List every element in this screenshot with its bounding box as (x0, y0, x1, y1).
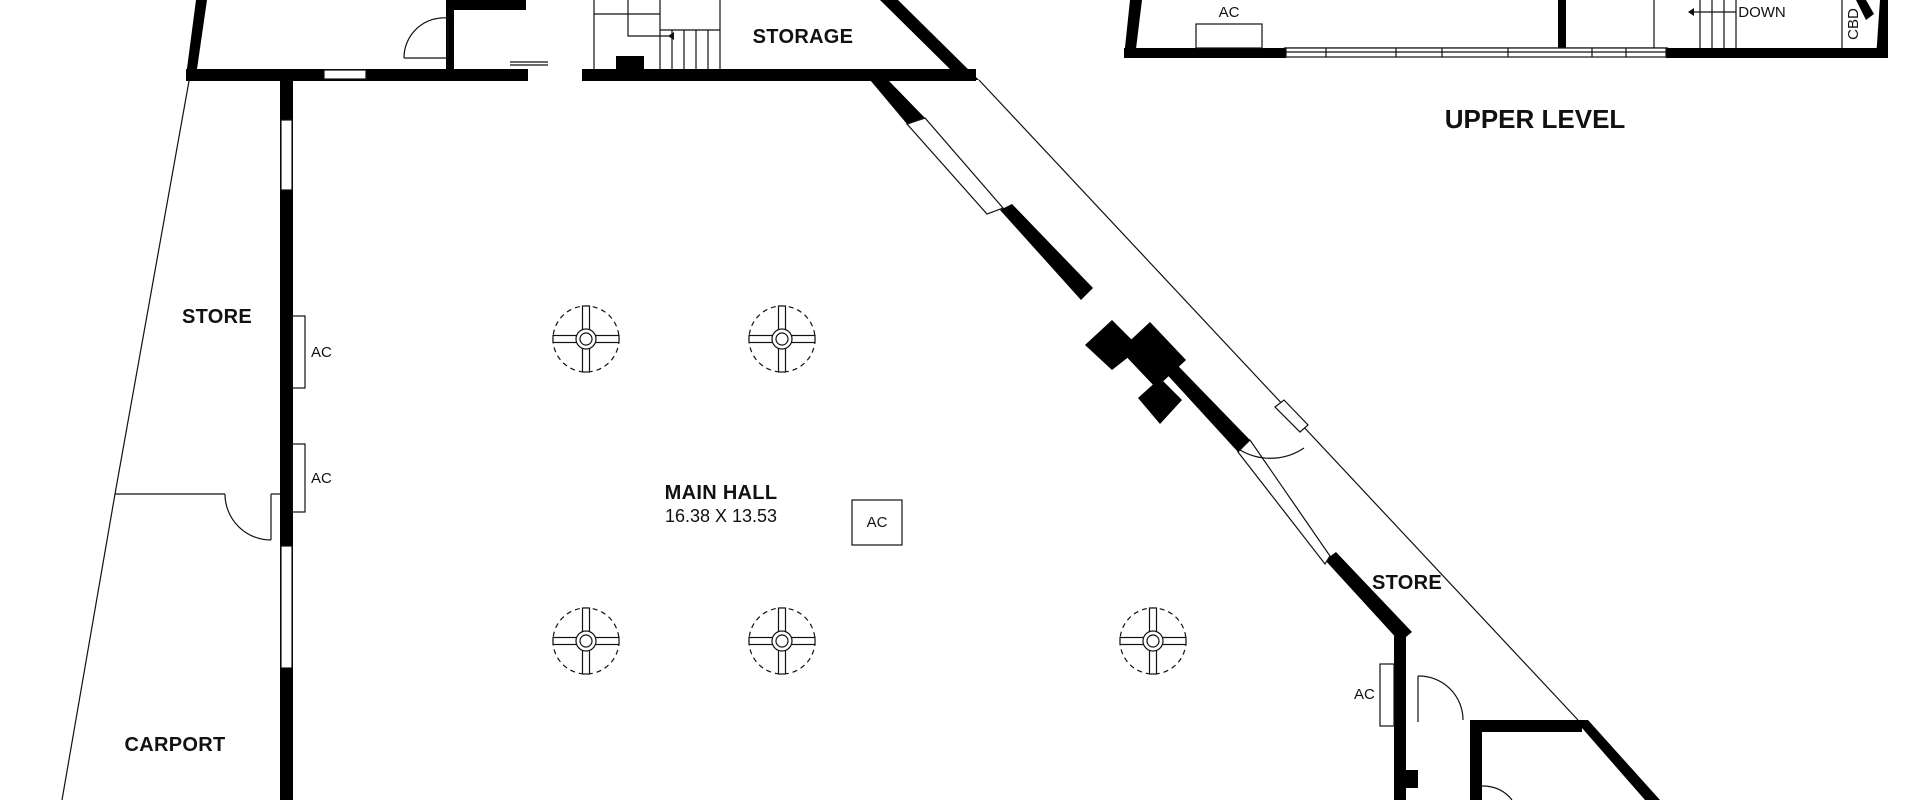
label-store-left: STORE (182, 306, 252, 328)
wall-upper-bottom-a (1124, 48, 1286, 58)
ac-label-left-1: AC (311, 344, 332, 361)
wall-right-room-diagonal (1575, 720, 1660, 800)
wall-upper-left (1124, 0, 1142, 57)
wall-hall-diagonal-4 (1325, 552, 1412, 642)
wall-stub-right (1406, 770, 1418, 788)
window-diagonal-1 (905, 117, 1005, 215)
window-top-left-room (323, 69, 367, 80)
pilaster-3 (1138, 378, 1182, 424)
windows (280, 47, 1667, 669)
ac-unit-left-1 (291, 315, 306, 389)
doors (224, 17, 1513, 800)
wall-top-left-room-left (186, 0, 207, 76)
label-carport: CARPORT (125, 734, 226, 756)
wall-right-room-left (1470, 720, 1482, 800)
window-hall-left-lower (280, 545, 293, 669)
ac-unit-right (1379, 663, 1395, 727)
ceiling-fan-icon (748, 607, 816, 675)
wall-top-left-room-stub (446, 0, 454, 72)
ceiling-fan-icon (1119, 607, 1187, 675)
stair-arrow-icon (627, 0, 674, 37)
wall-right-room-top (1470, 720, 1582, 732)
stair-post (616, 56, 644, 74)
stairs (593, 0, 1843, 69)
label-store-right: STORE (1372, 572, 1442, 594)
door-swing-icon (1481, 785, 1513, 800)
door-swing-icon (403, 17, 449, 59)
ac-label-upper: AC (1219, 4, 1240, 21)
label-cbd: CBD (1845, 8, 1862, 40)
window-hall-left-upper (280, 119, 293, 191)
ac-label-left-2: AC (311, 470, 332, 487)
door-swing-icon (1417, 675, 1464, 722)
wall-top-left-room-stub-2 (446, 0, 526, 10)
ac-label-center: AC (867, 514, 888, 531)
ceiling-fan-icon (552, 305, 620, 373)
pilaster-2 (1120, 322, 1186, 388)
wall-storage-diagonal (880, 0, 979, 80)
label-main-hall-dimensions: 16.38 X 13.53 (665, 506, 777, 526)
ac-unit-center (851, 499, 903, 546)
pilaster-1 (1085, 320, 1140, 370)
window-diagonal-2 (1237, 439, 1331, 566)
wall-upper-corner (1856, 0, 1874, 20)
ceiling-fan-icon (748, 305, 816, 373)
outline-store-right (978, 79, 1579, 721)
ac-label-right: AC (1354, 686, 1375, 703)
ac-units: AC AC AC AC AC (291, 4, 1395, 727)
outline-carport-left (61, 493, 116, 800)
wall-upper-divider (1558, 0, 1566, 50)
door-swing-icon (1239, 399, 1309, 459)
label-storage: STORAGE (753, 26, 854, 48)
wall-hall-diagonal-1 (870, 80, 925, 124)
wall-upper-right (1876, 0, 1888, 58)
ac-unit-upper (1195, 23, 1263, 49)
thin-lines (61, 47, 1668, 800)
door-swing-icon (224, 493, 272, 541)
walls (186, 0, 1888, 800)
ac-unit-left-2 (291, 443, 306, 513)
wall-hall-diagonal-2 (1000, 204, 1093, 300)
ceiling-fan-icon (552, 607, 620, 675)
wall-top-right-of-door (582, 69, 976, 81)
wall-hall-right (1394, 636, 1406, 800)
label-upper-level: UPPER LEVEL (1445, 104, 1626, 134)
label-down: DOWN (1738, 4, 1786, 21)
wall-upper-bottom-b (1666, 48, 1888, 58)
label-main-hall: MAIN HALL (665, 482, 778, 504)
outline-store-left (114, 80, 190, 495)
